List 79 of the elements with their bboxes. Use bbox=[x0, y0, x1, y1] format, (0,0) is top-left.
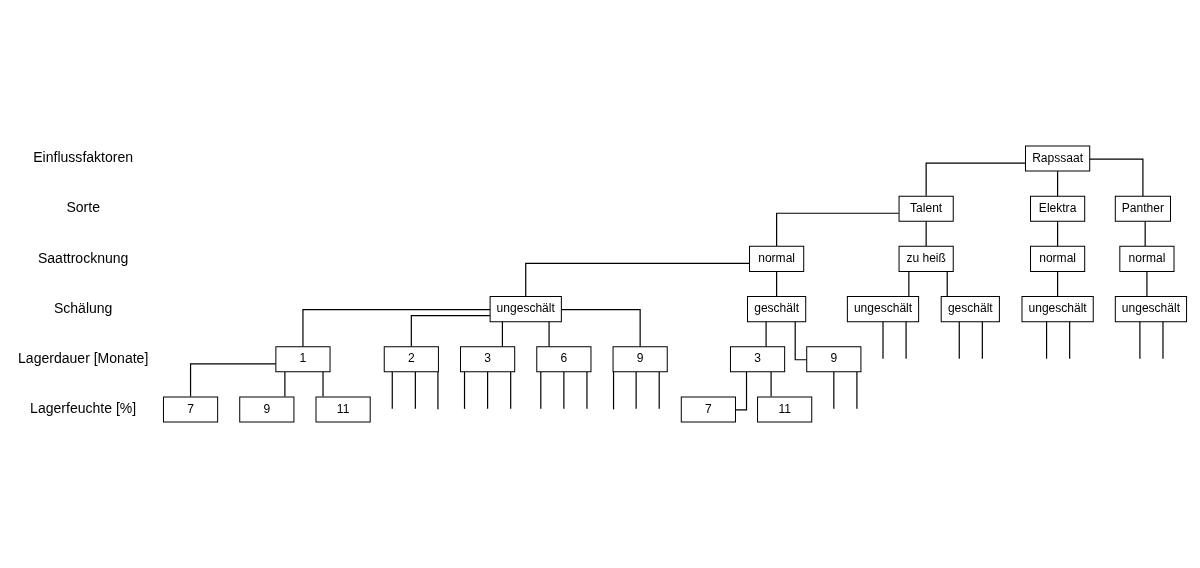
connector bbox=[925, 162, 1027, 197]
connector bbox=[794, 321, 808, 361]
node-box: Elektra bbox=[1030, 195, 1086, 222]
node-box: 1 bbox=[275, 346, 331, 373]
connector bbox=[776, 212, 900, 247]
connector bbox=[658, 371, 660, 410]
connector bbox=[856, 371, 858, 410]
label: Lagerfeuchte [%] bbox=[30, 400, 137, 417]
connector bbox=[1089, 158, 1144, 197]
connector bbox=[765, 321, 767, 348]
node-box: 3 bbox=[729, 346, 786, 373]
node-box: 11 bbox=[757, 396, 813, 423]
connector bbox=[414, 371, 416, 410]
node-box: 7 bbox=[680, 396, 736, 423]
node-box: 9 bbox=[806, 346, 862, 373]
connector bbox=[833, 371, 835, 410]
node-box: 3 bbox=[460, 346, 516, 373]
label: Schälung bbox=[53, 299, 113, 316]
node-box: 9 bbox=[612, 346, 668, 373]
connector bbox=[391, 371, 393, 410]
node-box: geschält bbox=[747, 296, 807, 323]
connector bbox=[946, 270, 948, 297]
node-box: 7 bbox=[162, 396, 219, 423]
connector bbox=[1162, 321, 1164, 360]
connector bbox=[1146, 270, 1148, 297]
connector bbox=[302, 309, 491, 348]
node-box: 2 bbox=[383, 346, 439, 373]
connector bbox=[612, 371, 615, 410]
connector bbox=[463, 371, 466, 410]
connector bbox=[561, 309, 641, 348]
connector bbox=[905, 321, 907, 360]
connector bbox=[981, 321, 983, 360]
connector bbox=[1069, 321, 1071, 360]
connector bbox=[1144, 220, 1146, 247]
label: Saattrocknung bbox=[37, 249, 129, 266]
connector bbox=[958, 321, 960, 360]
node-box: ungeschält bbox=[846, 296, 920, 323]
node-box: ungeschält bbox=[1114, 296, 1188, 323]
connector bbox=[735, 371, 748, 411]
node-box: Rapssaat bbox=[1025, 145, 1091, 172]
node-box: 6 bbox=[536, 346, 592, 373]
connector bbox=[1057, 270, 1059, 297]
node-box: normal bbox=[1030, 245, 1086, 272]
connector bbox=[525, 262, 750, 297]
connector bbox=[437, 371, 439, 410]
node-box: geschält bbox=[940, 296, 1000, 323]
connector bbox=[776, 270, 778, 297]
connector bbox=[770, 371, 772, 398]
label: Lagerdauer [Monate] bbox=[18, 349, 149, 366]
connector bbox=[1057, 170, 1059, 197]
connector bbox=[284, 371, 286, 398]
connector bbox=[1045, 321, 1048, 360]
connector bbox=[1057, 220, 1059, 247]
node-box: 11 bbox=[315, 396, 371, 423]
connector bbox=[586, 371, 588, 410]
connector bbox=[635, 371, 637, 410]
connector bbox=[189, 363, 277, 398]
connector bbox=[501, 321, 503, 348]
label: Einflussfaktoren bbox=[33, 149, 134, 166]
connector bbox=[908, 270, 910, 297]
connector bbox=[563, 371, 565, 410]
node-box: ungeschält bbox=[1021, 296, 1094, 323]
node-box: normal bbox=[749, 245, 805, 272]
connector bbox=[548, 321, 550, 348]
connector bbox=[510, 371, 512, 410]
node-box: ungeschält bbox=[489, 296, 562, 323]
node-box: Panther bbox=[1114, 195, 1171, 222]
connector bbox=[487, 371, 489, 410]
connector bbox=[540, 371, 542, 410]
node-box: zu heiß bbox=[898, 245, 954, 272]
connector bbox=[322, 371, 324, 398]
connector bbox=[410, 315, 491, 347]
node-box: 9 bbox=[239, 396, 295, 423]
node-box: normal bbox=[1119, 245, 1175, 272]
node-box: Talent bbox=[898, 195, 954, 222]
label: Sorte bbox=[66, 199, 100, 216]
connector bbox=[882, 321, 884, 360]
connector bbox=[925, 220, 927, 247]
connector bbox=[1139, 321, 1141, 360]
